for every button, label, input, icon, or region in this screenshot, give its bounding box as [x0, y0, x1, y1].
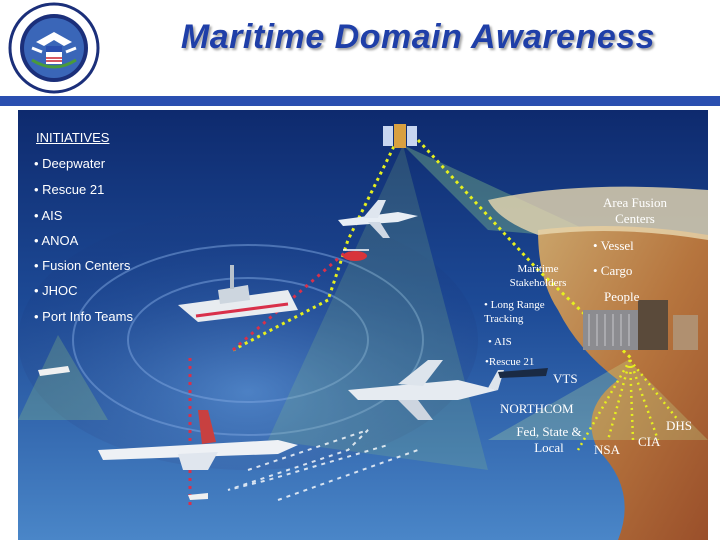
initiative-item: • Rescue 21 [34, 182, 104, 197]
ais-label: • AIS [488, 336, 512, 348]
page-title: Maritime Domain Awareness [118, 18, 718, 57]
long-range-tracking-label: • Long Range Tracking [484, 298, 564, 326]
vts-label: VTS [553, 371, 578, 387]
initiative-item: • Fusion Centers [34, 258, 130, 273]
illustration [18, 110, 708, 540]
dhs-label: DHS [666, 418, 692, 434]
northcom-label: NORTHCOM [500, 401, 574, 417]
initiative-item: • ANOA [34, 233, 78, 248]
initiative-item: • AIS [34, 208, 62, 223]
initiative-item: • Port Info Teams [34, 309, 133, 324]
nsa-label: NSA [594, 442, 620, 458]
cia-label: CIA [638, 434, 660, 450]
initiatives-heading: INITIATIVES [36, 130, 109, 145]
initiative-item: • JHOC [34, 283, 78, 298]
fed-state-local-label: Fed, State & Local [508, 424, 590, 456]
initiative-item: • Deepwater [34, 156, 105, 171]
cargo-label: • Cargo [593, 263, 632, 279]
maritime-stakeholders-label: Maritime Stakeholders [498, 262, 578, 290]
title-divider [0, 96, 720, 106]
people-label: People [604, 289, 639, 305]
area-fusion-centers-label: Area Fusion Centers [590, 195, 680, 227]
vessel-label: • Vessel [593, 238, 634, 254]
dhs-seal-icon [2, 2, 106, 94]
rescue21-label: •Rescue 21 [485, 356, 534, 368]
